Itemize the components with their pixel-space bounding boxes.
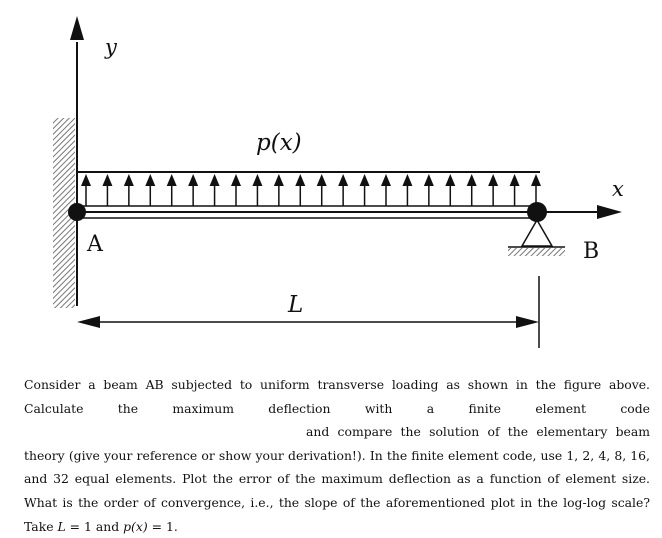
load-arrow-head	[359, 174, 370, 186]
load-arrow-head	[145, 174, 156, 186]
y-axis-label: y	[104, 35, 118, 59]
load-arrow-head	[102, 174, 113, 186]
load-arrow-head	[488, 174, 499, 186]
dimension-arrow-left	[77, 316, 100, 328]
x-axis-arrowhead	[597, 205, 622, 219]
load-arrow-head	[273, 174, 284, 186]
load-arrow-head	[402, 174, 413, 186]
load-arrow-head	[252, 174, 263, 186]
problem-paragraph: Consider a beam AB subjected to uniform …	[24, 373, 650, 538]
load-arrow-head	[531, 174, 541, 186]
load-arrow-head	[316, 174, 327, 186]
problem-statement: Consider a beam AB subjected to uniform …	[24, 373, 650, 538]
load-arrow-head	[81, 174, 91, 186]
load-arrow-head	[445, 174, 456, 186]
support-b-triangle	[520, 218, 554, 247]
beam-diagram: y x p(x) A B L	[53, 16, 624, 348]
problem-text-part2: and compare the solution of the elementa…	[24, 424, 650, 534]
load-label: p(x)	[256, 130, 302, 156]
point-a-label: A	[86, 232, 104, 257]
load-arrow-head	[466, 174, 477, 186]
wall-support	[53, 118, 75, 308]
load-arrow-head	[381, 174, 391, 186]
x-axis-label: x	[612, 177, 624, 201]
load-arrow-head	[231, 174, 241, 186]
load-arrow-head	[123, 174, 134, 186]
load-arrow-head	[209, 174, 220, 186]
point-b-label: B	[583, 239, 599, 264]
load-arrow-head	[423, 174, 434, 186]
load-arrow-head	[509, 174, 520, 186]
pin-b	[527, 202, 547, 222]
problem-text-part1: Consider a beam AB subjected to uniform …	[24, 377, 650, 416]
support-b-hatch	[508, 248, 565, 256]
length-label: L	[287, 292, 303, 318]
load-arrow-head	[338, 174, 349, 186]
load-arrow-head	[188, 174, 199, 186]
pin-a	[68, 203, 86, 221]
load-arrow-head	[166, 174, 177, 186]
y-axis-arrowhead	[70, 16, 84, 40]
load-arrow-head	[295, 174, 306, 186]
dimension-arrow-right	[516, 316, 539, 328]
load-arrows	[81, 174, 541, 206]
